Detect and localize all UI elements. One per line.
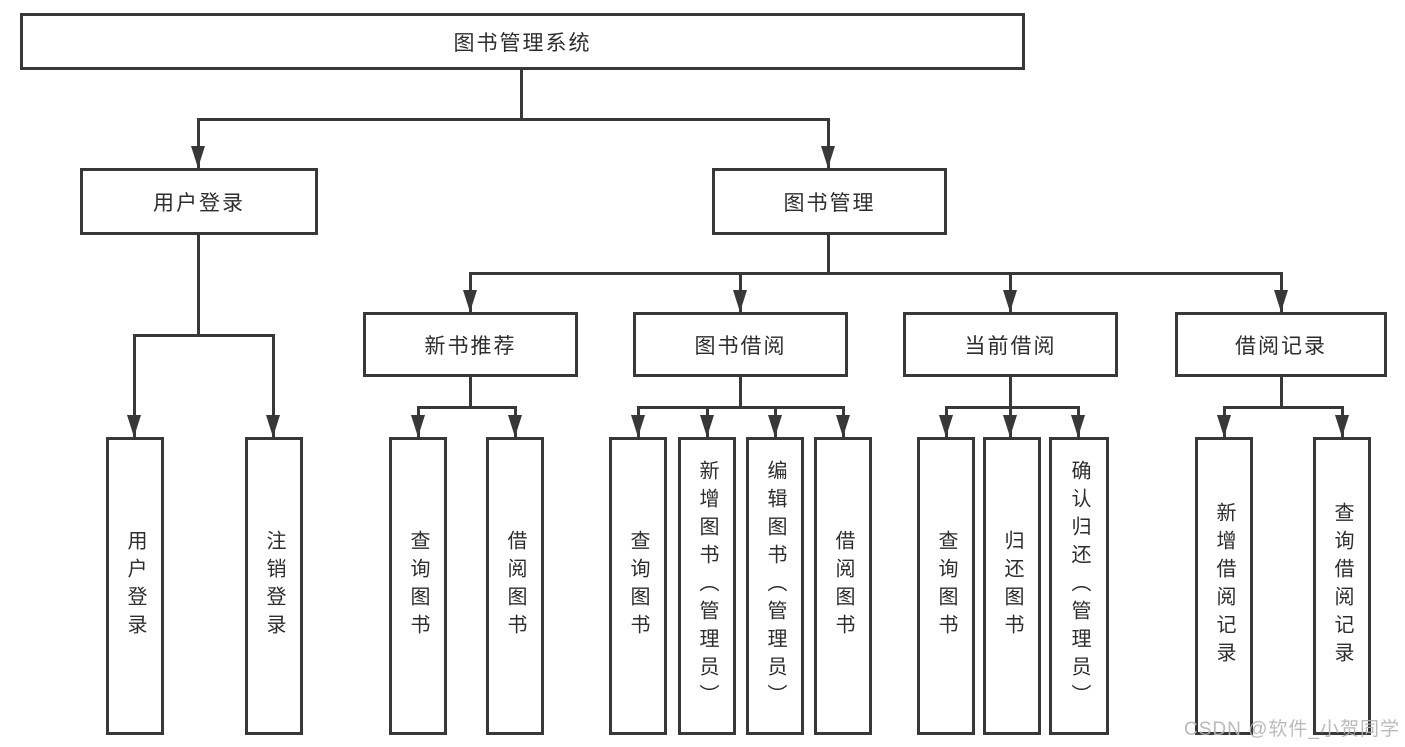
connector-line bbox=[469, 272, 1283, 275]
arrowhead-down-icon bbox=[836, 415, 850, 437]
arrowhead-down-icon bbox=[508, 415, 522, 437]
connector-line bbox=[272, 334, 275, 437]
leaf-user-login-label: 用户登录 bbox=[124, 530, 146, 642]
arrowhead-down-icon bbox=[939, 415, 953, 437]
arrowhead-down-icon bbox=[768, 415, 782, 437]
leaf-query-borrow-record: 查询借阅记录 bbox=[1313, 437, 1371, 735]
arrowhead-down-icon bbox=[1335, 415, 1349, 437]
arrowhead-down-icon bbox=[411, 415, 425, 437]
arrowhead-down-icon bbox=[700, 415, 714, 437]
connector-line bbox=[197, 118, 830, 121]
arrowhead-down-icon bbox=[1274, 290, 1288, 312]
arrowhead-down-icon bbox=[127, 415, 141, 437]
node-current-borrow: 当前借阅 bbox=[903, 312, 1118, 377]
leaf-logout-label: 注销登录 bbox=[263, 530, 285, 642]
node-user-login-label: 用户登录 bbox=[153, 191, 245, 215]
connector-line bbox=[520, 70, 523, 119]
connector-line bbox=[827, 118, 830, 168]
leaf-current-query-books: 查询图书 bbox=[917, 437, 975, 735]
leaf-recommend-borrow-books: 借阅图书 bbox=[486, 437, 544, 735]
connector-line bbox=[1223, 406, 1343, 409]
arrowhead-down-icon bbox=[821, 146, 835, 168]
connector-line bbox=[197, 118, 200, 168]
node-borrow-records: 借阅记录 bbox=[1175, 312, 1387, 377]
leaf-add-borrow-record: 新增借阅记录 bbox=[1195, 437, 1253, 735]
connector-line bbox=[197, 235, 200, 336]
leaf-logout: 注销登录 bbox=[245, 437, 303, 735]
arrowhead-down-icon bbox=[1003, 415, 1017, 437]
arrowhead-down-icon bbox=[266, 415, 280, 437]
arrowhead-down-icon bbox=[1217, 415, 1231, 437]
leaf-borrow-books: 借阅图书 bbox=[814, 437, 872, 735]
leaf-add-books-admin: 新增图书（管理员） bbox=[678, 437, 736, 735]
connector-line bbox=[945, 406, 1079, 409]
node-book-borrow-label: 图书借阅 bbox=[694, 334, 787, 358]
arrowhead-down-icon bbox=[1071, 415, 1085, 437]
leaf-current-query-books-label: 查询图书 bbox=[935, 530, 957, 642]
arrowhead-down-icon bbox=[1003, 290, 1017, 312]
leaf-return-books-label: 归还图书 bbox=[1001, 530, 1023, 642]
leaf-edit-books-admin: 编辑图书（管理员） bbox=[746, 437, 804, 735]
arrowhead-down-icon bbox=[191, 146, 205, 168]
node-book-management-label: 图书管理 bbox=[783, 191, 876, 215]
leaf-borrow-query-books-label: 查询图书 bbox=[627, 530, 649, 642]
node-root: 图书管理系统 bbox=[20, 13, 1025, 70]
node-user-login: 用户登录 bbox=[80, 168, 318, 235]
leaf-confirm-return-admin-label: 确认归还（管理员） bbox=[1068, 460, 1090, 712]
leaf-add-books-admin-label: 新增图书（管理员） bbox=[696, 460, 718, 712]
leaf-borrow-query-books: 查询图书 bbox=[609, 437, 667, 735]
connector-line bbox=[739, 377, 742, 408]
leaf-borrow-books-label: 借阅图书 bbox=[832, 530, 854, 642]
node-new-book-recommend-label: 新书推荐 bbox=[424, 334, 517, 358]
connector-line bbox=[637, 406, 845, 409]
node-root-label: 图书管理系统 bbox=[453, 31, 592, 55]
leaf-recommend-query-books: 查询图书 bbox=[389, 437, 447, 735]
node-book-borrow: 图书借阅 bbox=[633, 312, 848, 377]
leaf-recommend-borrow-books-label: 借阅图书 bbox=[504, 530, 526, 642]
connector-line bbox=[1280, 377, 1283, 408]
node-borrow-records-label: 借阅记录 bbox=[1235, 334, 1327, 358]
leaf-recommend-query-books-label: 查询图书 bbox=[407, 530, 429, 642]
node-current-borrow-label: 当前借阅 bbox=[964, 334, 1057, 358]
leaf-query-borrow-record-label: 查询借阅记录 bbox=[1331, 502, 1353, 670]
leaf-add-borrow-record-label: 新增借阅记录 bbox=[1213, 502, 1235, 670]
node-book-management: 图书管理 bbox=[712, 168, 947, 235]
node-new-book-recommend: 新书推荐 bbox=[363, 312, 578, 377]
leaf-return-books: 归还图书 bbox=[983, 437, 1041, 735]
arrowhead-down-icon bbox=[733, 290, 747, 312]
connector-line bbox=[133, 334, 275, 337]
csdn-watermark: CSDN @软件_小贺同学 bbox=[1184, 719, 1400, 740]
connector-line bbox=[417, 406, 517, 409]
connector-line bbox=[133, 334, 136, 437]
arrowhead-down-icon bbox=[463, 290, 477, 312]
leaf-user-login: 用户登录 bbox=[106, 437, 164, 735]
leaf-edit-books-admin-label: 编辑图书（管理员） bbox=[764, 460, 786, 712]
connector-line bbox=[827, 235, 830, 275]
arrowhead-down-icon bbox=[631, 415, 645, 437]
leaf-confirm-return-admin: 确认归还（管理员） bbox=[1049, 437, 1109, 735]
connector-line bbox=[469, 377, 472, 408]
